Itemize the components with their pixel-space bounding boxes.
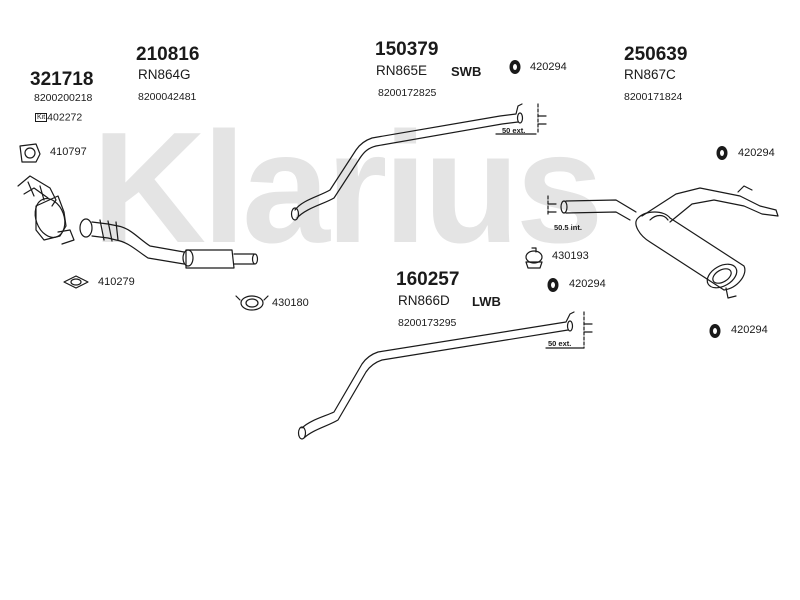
fitting-label-420294-a: 420294 [530,61,567,73]
fitting-label-430193: 430193 [552,250,589,262]
gasket-410279[interactable] [63,275,89,289]
part-ref-160257: 8200173295 [398,317,457,329]
rear-silencer[interactable] [547,185,779,299]
part-number-321718: 321718 [30,69,94,90]
fitting-label-420294-c: 420294 [569,278,606,290]
part-ref-321718: 8200200218 [34,92,93,104]
part-number-150379: 150379 [375,39,439,60]
clamp-430180[interactable] [235,295,269,311]
part-ref-250639: 8200171824 [624,91,683,103]
clamp-430193[interactable] [525,247,543,269]
note-150379: 50 ext. [502,126,526,135]
gasket-410797[interactable] [19,143,41,163]
intermediate-pipe-lwb[interactable] [297,311,593,440]
variant-lwb: LWB [472,294,501,309]
catalytic-converter[interactable] [17,175,75,245]
part-code-150379: RN865E [376,63,428,78]
part-code-250639: RN867C [624,67,676,82]
part-number-250639: 250639 [624,44,688,65]
part-number-160257: 160257 [396,269,460,290]
mount-420294-d[interactable] [709,324,721,338]
mount-420294-c[interactable] [547,278,559,292]
fitting-label-410797: 410797 [50,146,87,158]
intermediate-pipe-swb[interactable] [290,103,547,221]
kit-number: 402272 [47,111,83,124]
fitting-label-420294-d: 420294 [731,324,768,336]
fitting-label-410279: 410279 [98,276,135,288]
kit-box: Kit [35,113,48,123]
front-pipe[interactable] [79,218,259,269]
fitting-label-430180: 430180 [272,297,309,309]
fitting-label-420294-b: 420294 [738,147,775,159]
variant-swb: SWB [451,64,482,79]
note-160257: 50 ext. [548,339,572,348]
part-number-210816: 210816 [136,44,200,65]
note-250639: 50.5 int. [554,223,582,232]
mount-420294-b[interactable] [716,146,728,160]
part-code-210816: RN864G [138,67,191,82]
part-code-160257: RN866D [398,293,450,308]
watermark-text: Klarius [92,100,600,276]
part-ref-210816: 8200042481 [138,91,197,103]
part-ref-150379: 8200172825 [378,87,437,99]
mount-420294-a[interactable] [509,60,521,74]
